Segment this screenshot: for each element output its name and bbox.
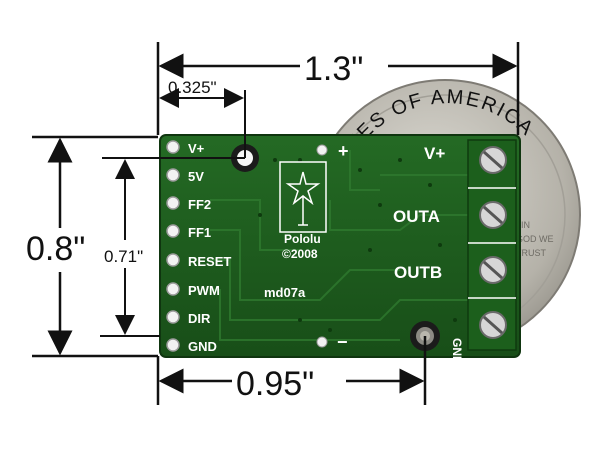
pcb-vias xyxy=(258,158,457,332)
pin-label-dir: DIR xyxy=(188,311,211,326)
pin-label-gnd: GND xyxy=(188,339,217,354)
plus-mark: + xyxy=(338,141,349,161)
label-vplus-right: V+ xyxy=(424,144,445,163)
model-label: md07a xyxy=(264,285,306,300)
logo-text: Pololu xyxy=(284,232,321,246)
pin-label-ff1: FF1 xyxy=(188,225,211,240)
minus-mark: − xyxy=(337,332,348,352)
coin-text-3: TRUST xyxy=(516,248,546,258)
pcb-traces xyxy=(210,150,470,341)
pin-label-pwm: PWM xyxy=(188,283,220,298)
dimension-overall-height xyxy=(32,135,158,358)
dimension-hole-height xyxy=(100,157,245,337)
dim-hole-spacing-label: 0.95" xyxy=(236,365,314,403)
coin-text-2: GOD WE xyxy=(516,234,554,244)
pin-label-vplus: V+ xyxy=(188,141,205,156)
label-gnd-right: GND xyxy=(450,338,464,365)
pin-label-ff2: FF2 xyxy=(188,197,211,212)
dim-overall-height-label: 0.8" xyxy=(26,230,85,268)
label-outb: OUTB xyxy=(394,263,442,282)
plus-hole xyxy=(316,144,328,156)
motor-driver-board: V+ 5V FF2 FF1 RESET PWM DIR GND + − Polo… xyxy=(159,134,521,365)
dim-hole-height-label: 0.71" xyxy=(104,247,143,266)
pololu-logo xyxy=(279,161,327,233)
dim-overall-width-label: 1.3" xyxy=(304,50,363,88)
dimension-hole-spacing xyxy=(156,336,427,405)
pin-label-reset: RESET xyxy=(188,254,231,269)
dimension-overall-width xyxy=(156,42,520,135)
minus-hole xyxy=(316,336,328,348)
terminal-block xyxy=(467,139,517,351)
dimension-hole-offset xyxy=(159,88,246,158)
label-outa: OUTA xyxy=(393,207,440,226)
copyright-text: ©2008 xyxy=(282,247,318,261)
dim-hole-offset-label: 0.325" xyxy=(168,78,217,97)
left-pin-header xyxy=(166,140,180,352)
pin-label-5v: 5V xyxy=(188,169,204,184)
coin-text-1: IN xyxy=(521,220,530,230)
